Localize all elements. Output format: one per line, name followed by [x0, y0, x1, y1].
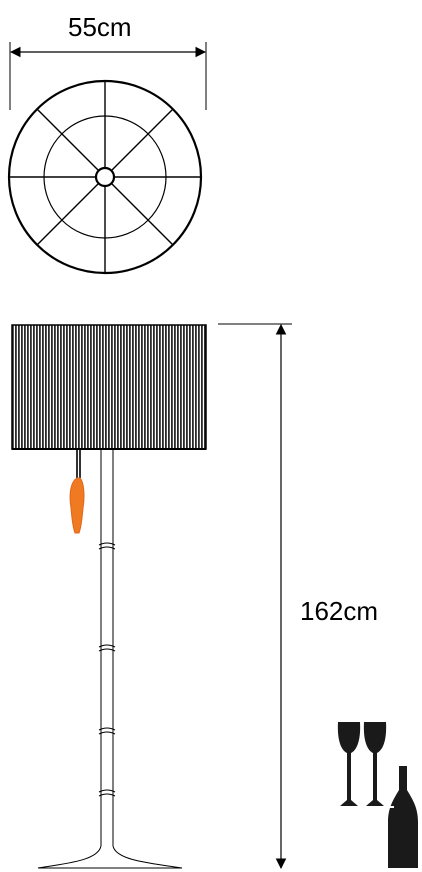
wine-glass-icon-right: [363, 722, 387, 806]
pull-cord: [69, 449, 85, 534]
wine-glass-icon-left: [337, 722, 361, 806]
wine-bottle-and-glasses-icon: [334, 722, 418, 868]
pleated-shade: [11, 324, 207, 450]
shade-top-view: [7, 79, 203, 275]
lamp-base: [37, 845, 183, 869]
tassel: [69, 477, 85, 534]
lamp-stem: [37, 449, 183, 869]
floor-lamp-side-view: [11, 324, 207, 869]
height-dimension: [218, 323, 292, 870]
height-label: 162cm: [300, 596, 379, 626]
width-label: 55cm: [68, 12, 132, 42]
shade-spokes: [9, 81, 201, 273]
stem-nodes: [98, 542, 116, 797]
shade-center-hub: [94, 166, 116, 188]
wine-bottle-icon: [388, 766, 418, 868]
width-dimension: [9, 42, 207, 110]
